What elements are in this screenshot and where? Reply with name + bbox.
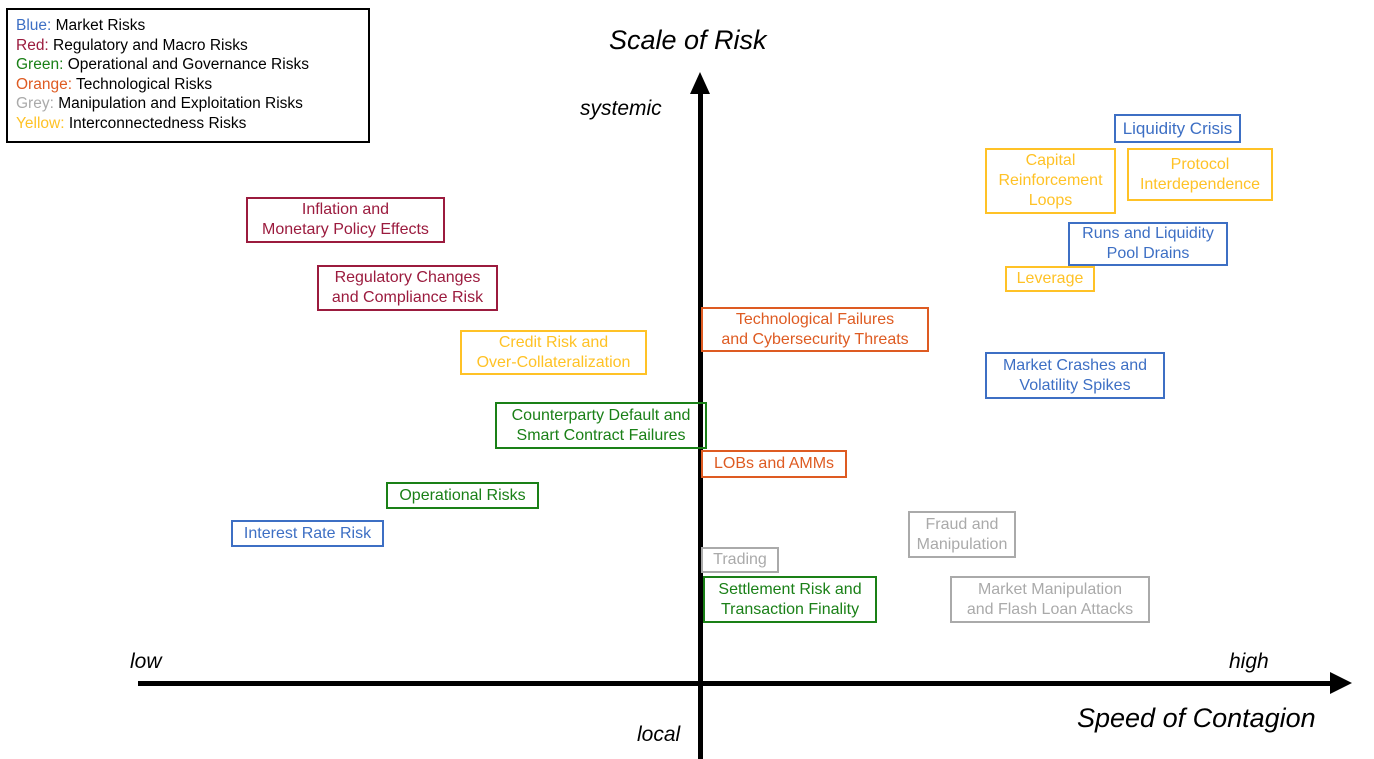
risk-box[interactable]: Protocol Interdependence <box>1127 148 1273 201</box>
risk-box[interactable]: Regulatory Changes and Compliance Risk <box>317 265 498 311</box>
y-axis-line <box>698 88 703 759</box>
legend-item-label: Interconnectedness Risks <box>64 114 247 132</box>
legend-item-grey: Grey: Manipulation and Exploitation Risk… <box>16 94 360 114</box>
legend-color-key: Blue: <box>16 17 52 34</box>
risk-box[interactable]: Runs and Liquidity Pool Drains <box>1068 222 1228 266</box>
risk-box[interactable]: Inflation and Monetary Policy Effects <box>246 197 445 243</box>
y-axis-tick-low: local <box>637 723 681 746</box>
legend-color-key: Yellow: <box>16 114 65 132</box>
risk-box[interactable]: Liquidity Crisis <box>1114 114 1241 143</box>
risk-box[interactable]: Market Crashes and Volatility Spikes <box>985 352 1165 399</box>
legend-item-label: Manipulation and Exploitation Risks <box>53 95 303 112</box>
legend-item-label: Technological Risks <box>72 75 213 93</box>
legend-color-key: Orange: <box>16 75 73 93</box>
legend-item-label: Market Risks <box>51 17 146 34</box>
legend-color-key: Red: <box>16 36 49 54</box>
risk-box[interactable]: Interest Rate Risk <box>231 520 384 547</box>
risk-box[interactable]: Leverage <box>1005 266 1095 292</box>
risk-box[interactable]: Trading <box>701 547 779 573</box>
legend-color-key: Green: <box>16 56 64 73</box>
y-axis-tick-high: systemic <box>580 97 662 120</box>
risk-box[interactable]: Fraud and Manipulation <box>908 511 1016 558</box>
legend-item-orange: Orange: Technological Risks <box>16 75 360 95</box>
legend-item-label: Regulatory and Macro Risks <box>48 36 248 54</box>
legend-item-green: Green: Operational and Governance Risks <box>16 55 360 75</box>
x-axis-arrowhead <box>1330 672 1352 694</box>
risk-box[interactable]: LOBs and AMMs <box>701 450 847 478</box>
legend-item-label: Operational and Governance Risks <box>63 56 309 73</box>
risk-box[interactable]: Market Manipulation and Flash Loan Attac… <box>950 576 1150 623</box>
legend-item-red: Red: Regulatory and Macro Risks <box>16 36 360 56</box>
x-axis-title: Speed of Contagion <box>1077 703 1316 733</box>
y-axis-title: Scale of Risk <box>609 25 767 55</box>
risk-box[interactable]: Credit Risk and Over-Collateralization <box>460 330 647 375</box>
legend-item-blue: Blue: Market Risks <box>16 16 360 36</box>
legend-item-yellow: Yellow: Interconnectedness Risks <box>16 114 360 134</box>
risk-box[interactable]: Capital Reinforcement Loops <box>985 148 1116 214</box>
x-axis-tick-low: low <box>130 650 162 673</box>
risk-box[interactable]: Counterparty Default and Smart Contract … <box>495 402 707 449</box>
legend-color-key: Grey: <box>16 95 54 112</box>
x-axis-line <box>138 681 1333 686</box>
y-axis-arrowhead <box>690 72 710 94</box>
risk-box[interactable]: Technological Failures and Cybersecurity… <box>701 307 929 352</box>
risk-box[interactable]: Operational Risks <box>386 482 539 509</box>
risk-box[interactable]: Settlement Risk and Transaction Finality <box>703 576 877 623</box>
x-axis-tick-high: high <box>1229 650 1269 673</box>
